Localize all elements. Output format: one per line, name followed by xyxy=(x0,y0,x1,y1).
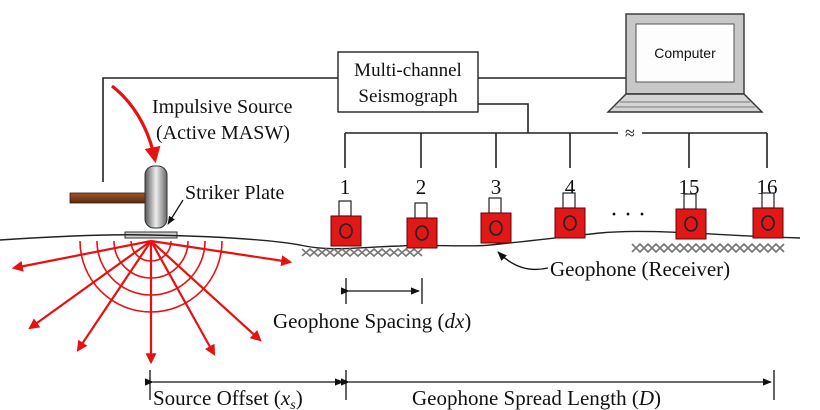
bottom-dimensions xyxy=(144,370,775,400)
geophone-16 xyxy=(752,192,784,239)
cable-break-symbol: ≈ xyxy=(625,123,635,143)
ground-hatch-left xyxy=(301,247,423,258)
geophone-3 xyxy=(480,197,512,244)
source-offset-label: Source Offset (xs) xyxy=(153,386,303,410)
wave-rays xyxy=(11,239,293,365)
ground-surface xyxy=(0,230,801,250)
geophone-spacing-label: Geophone Spacing (dx) xyxy=(273,309,471,333)
geophone-2 xyxy=(406,202,438,249)
ground-hatch-right xyxy=(631,242,785,254)
geophone-number-15: 15 xyxy=(679,175,700,199)
impact-arrow xyxy=(111,84,161,164)
sledgehammer-icon xyxy=(69,165,168,229)
cabling xyxy=(102,77,768,182)
geophone-number-2: 2 xyxy=(416,175,427,199)
geophone-ellipsis: · · · xyxy=(610,202,646,228)
geophone-4 xyxy=(554,192,586,239)
computer-icon: Computer xyxy=(606,13,764,113)
source-label-line2: (Active MASW) xyxy=(156,122,290,144)
computer-label: Computer xyxy=(654,45,716,61)
geophone-number-4: 4 xyxy=(565,175,576,199)
seismograph-label-line1: Multi-channel xyxy=(354,60,462,81)
geophone-label: Geophone (Receiver) xyxy=(550,257,730,281)
geophone-spacing-dimension xyxy=(340,278,423,304)
geophone-number-3: 3 xyxy=(491,175,502,199)
striker-plate-pointer xyxy=(167,199,184,225)
striker-plate-label: Striker Plate xyxy=(185,182,285,204)
geophone-15 xyxy=(675,193,707,240)
source-label-line1: Impulsive Source xyxy=(152,96,293,118)
geophone-number-1: 1 xyxy=(340,175,351,199)
seismograph-label-line2: Seismograph xyxy=(358,86,458,107)
geophone-1 xyxy=(330,200,362,247)
seismograph-box: Multi-channel Seismograph xyxy=(337,51,479,113)
geophone-pointer xyxy=(497,251,549,271)
spread-length-label: Geophone Spread Length (D) xyxy=(412,386,661,410)
